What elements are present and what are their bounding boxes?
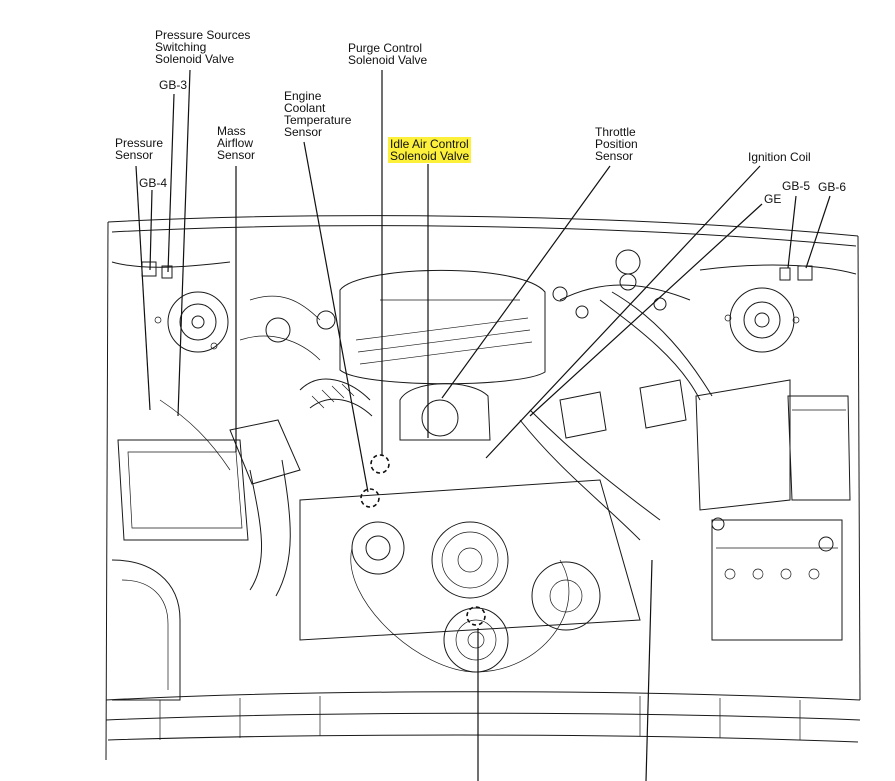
label-pressure-sensor: Pressure Sensor [115,136,164,162]
label-gb3: GB-3 [159,78,188,92]
engine-drawing [105,215,861,761]
label-purge-control-solenoid-valve: Purge Control Solenoid Valve [348,41,428,67]
coolant-sensor-marker [370,454,390,474]
label-gb4: GB-4 [139,176,168,190]
label-mass-airflow-sensor: Mass Airflow Sensor [217,124,256,162]
leader-lines [135,69,831,781]
engine-sensor-marker [360,488,380,508]
label-ge: GE [764,192,782,206]
label-idle-air-control-solenoid-valve: Idle Air Control Solenoid Valve [388,137,472,163]
crank-sensor-marker [466,606,486,626]
label-throttle-position-sensor: Throttle Position Sensor [595,125,638,163]
label-pressure-sources-switching-solenoid-valve: Pressure Sources Switching Solenoid Valv… [155,28,251,66]
label-gb5: GB-5 [782,179,811,193]
label-gb6: GB-6 [818,180,847,194]
label-ignition-coil: Ignition Coil [748,150,811,164]
label-engine-coolant-temperature-sensor: Engine Coolant Temperature Sensor [284,89,352,139]
